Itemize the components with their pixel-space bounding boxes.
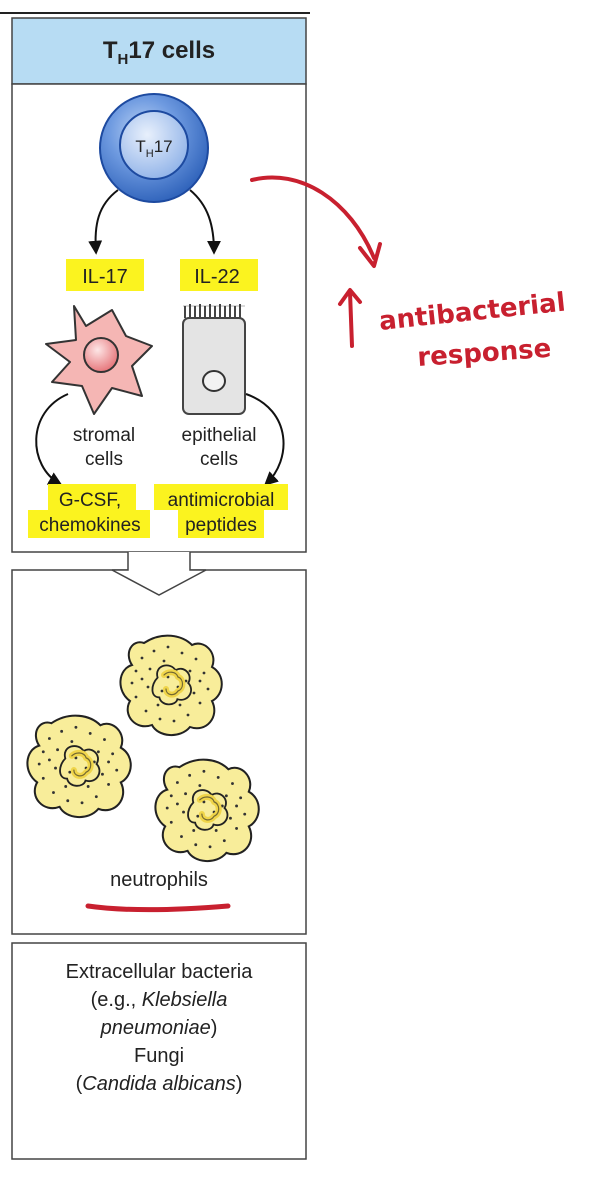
th17-cell: TH17 xyxy=(99,93,209,203)
targets-line-5: (Candida albicans) xyxy=(76,1073,243,1095)
neutrophil-2 xyxy=(27,716,130,817)
targets-line-2: (e.g., Klebsiella xyxy=(91,989,228,1011)
il22-highlight xyxy=(180,259,258,291)
chemokines-label: chemokines xyxy=(39,515,140,536)
peptides-label: peptides xyxy=(185,515,257,536)
stromal-cell xyxy=(45,305,153,415)
il17-label: IL-17 xyxy=(82,266,128,288)
chemokines-highlight xyxy=(28,510,150,538)
gcsf-label: G-CSF, xyxy=(59,490,121,511)
red-curved-arrowhead xyxy=(358,242,382,268)
il17-highlight xyxy=(66,259,144,291)
targets-box xyxy=(11,942,307,1160)
hollow-down-arrow xyxy=(111,552,207,596)
il22-label: IL-22 xyxy=(194,266,240,288)
epithelial-cell xyxy=(182,304,246,415)
targets-line-3: pneumoniae) xyxy=(100,1017,218,1039)
arrow-to-il17 xyxy=(88,189,119,255)
neutrophil-3 xyxy=(155,760,258,861)
targets-line-4: Fungi xyxy=(134,1045,184,1067)
th17-cell-label: TH17 xyxy=(135,137,172,160)
stromal-cells-label: stromal xyxy=(73,425,135,446)
annotation-line-1: antibacterial xyxy=(378,288,567,337)
arrow-to-il22 xyxy=(189,189,221,255)
annotation-line-2: response xyxy=(416,334,552,373)
neutrophils-label: neutrophils xyxy=(110,869,208,891)
epithelial-cells-label: epithelial xyxy=(182,425,257,446)
red-underline xyxy=(85,903,231,913)
peptides-highlight xyxy=(178,510,264,538)
neutrophil-1 xyxy=(120,636,221,735)
targets-line-1: Extracellular bacteria xyxy=(66,961,254,983)
antimicrobial-highlight xyxy=(154,484,288,510)
arrow-stromal-to-gcsf xyxy=(35,393,69,486)
header-title: TH17 cells xyxy=(103,37,215,68)
arrow-epithelial-to-peptides xyxy=(245,393,285,486)
red-curved-arrow xyxy=(250,175,376,260)
stromal-cells-label-2: cells xyxy=(85,449,123,470)
red-up-arrow xyxy=(338,288,362,348)
gcsf-highlight xyxy=(48,484,136,510)
antimicrobial-label: antimicrobial xyxy=(168,490,275,511)
epithelial-cells-label-2: cells xyxy=(200,449,238,470)
